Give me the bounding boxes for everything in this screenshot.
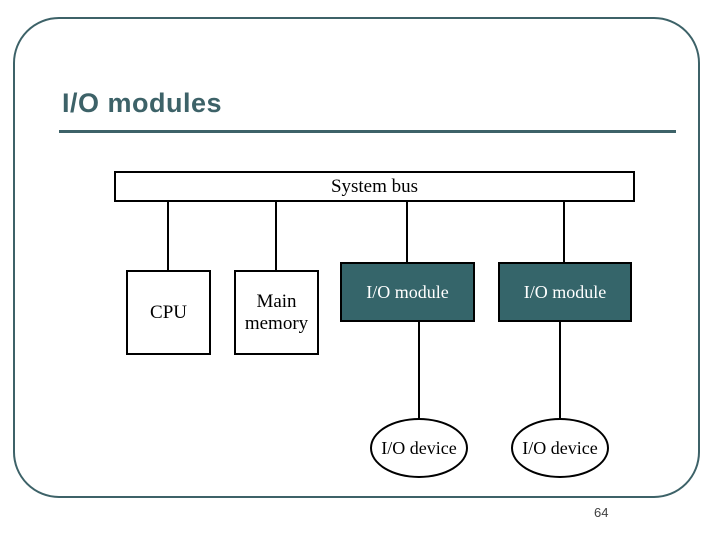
connector-bus-to-main-memory <box>275 201 277 271</box>
diagram-node-main-memory: Main memory <box>234 270 319 355</box>
diagram-node-io-device-2: I/O device <box>511 418 609 478</box>
connector-bus-to-cpu <box>167 201 169 271</box>
connector-io-module-1-to-io-device-1 <box>418 321 420 421</box>
title-underline <box>59 130 676 133</box>
page-title: I/O modules <box>62 88 223 118</box>
diagram-node-system-bus: System bus <box>114 171 635 202</box>
connector-bus-to-io-module-2 <box>563 201 565 263</box>
diagram-node-io-module-2: I/O module <box>498 262 632 322</box>
diagram-node-io-device-1: I/O device <box>370 418 468 478</box>
diagram-node-cpu: CPU <box>126 270 211 355</box>
page-number: 64 <box>594 505 609 520</box>
connector-io-module-2-to-io-device-2 <box>559 321 561 421</box>
connector-bus-to-io-module-1 <box>406 201 408 263</box>
diagram-node-io-module-1: I/O module <box>340 262 475 322</box>
